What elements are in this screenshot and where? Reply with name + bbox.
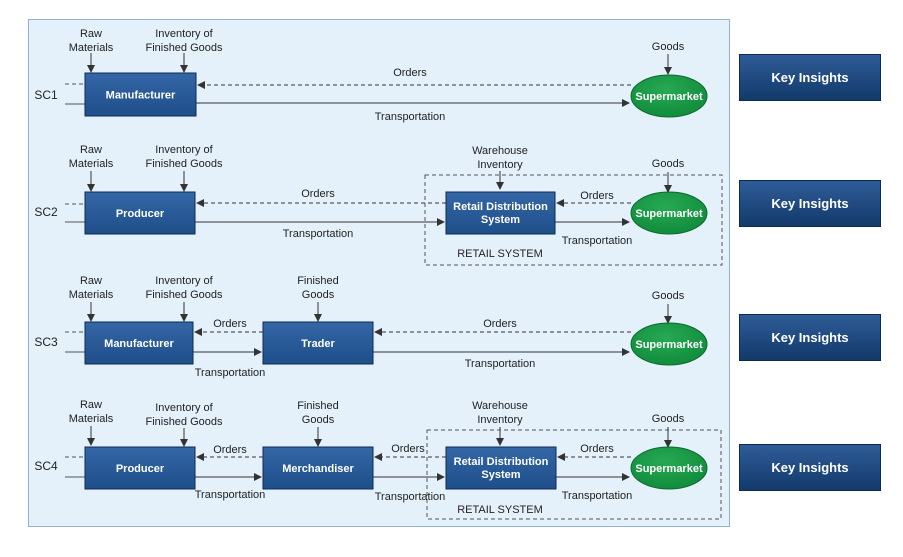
orders-label: Orders bbox=[580, 443, 614, 455]
retail-distribution-box-label: Retail Distribution bbox=[453, 201, 548, 213]
producer-box bbox=[84, 191, 196, 235]
warehouse-inventory-label: Inventory bbox=[477, 159, 523, 171]
inventory-label: Finished Goods bbox=[145, 42, 223, 54]
manufacturer-box bbox=[84, 321, 194, 365]
manufacturer-box-label: Manufacturer bbox=[106, 90, 176, 102]
transportation-label: Transportation bbox=[195, 489, 266, 501]
retail-distribution-box-label: Retail Distribution bbox=[454, 456, 549, 468]
sc2-label: SC2 bbox=[34, 205, 58, 219]
key-insights-button-sc1[interactable]: Key Insights bbox=[739, 54, 881, 101]
manufacturer-box-label: Manufacturer bbox=[104, 338, 174, 350]
merchandiser-box bbox=[262, 446, 374, 490]
retail-system-label: RETAIL SYSTEM bbox=[457, 248, 543, 260]
warehouse-inventory-label: Inventory bbox=[477, 414, 523, 426]
inventory-label: Inventory of bbox=[155, 275, 213, 287]
orders-label: Orders bbox=[213, 444, 247, 456]
orders-label: Orders bbox=[580, 190, 614, 202]
producer-box-label: Producer bbox=[116, 463, 165, 475]
supermarket-ellipse-label: Supermarket bbox=[635, 208, 703, 220]
retail-system-region bbox=[426, 429, 722, 520]
raw-materials-label: Raw bbox=[80, 28, 102, 40]
orders-label: Orders bbox=[301, 188, 335, 200]
inventory-label: Inventory of bbox=[155, 402, 213, 414]
raw-materials-label: Materials bbox=[69, 289, 114, 301]
goods-label: Goods bbox=[652, 413, 685, 425]
merchandiser-box-label: Merchandiser bbox=[282, 463, 354, 475]
inventory-label: Finished Goods bbox=[145, 289, 223, 301]
sc4-label: SC4 bbox=[34, 459, 58, 473]
manufacturer-box bbox=[84, 72, 197, 117]
retail-distribution-box bbox=[445, 191, 556, 235]
sc3-label: SC3 bbox=[34, 335, 58, 349]
trader-box bbox=[262, 321, 374, 365]
supermarket-ellipse-label: Supermarket bbox=[635, 463, 703, 475]
supermarket-ellipse-label: Supermarket bbox=[635, 339, 703, 351]
goods-label: Goods bbox=[652, 158, 685, 170]
inventory-label: Inventory of bbox=[155, 144, 213, 156]
producer-box bbox=[84, 446, 196, 490]
orders-label: Orders bbox=[391, 443, 425, 455]
retail-distribution-box-label: System bbox=[481, 469, 520, 481]
transportation-label: Transportation bbox=[562, 490, 633, 502]
key-insights-button-sc3[interactable]: Key Insights bbox=[739, 314, 881, 361]
trader-box-label: Trader bbox=[301, 338, 335, 350]
orders-label: Orders bbox=[393, 67, 427, 79]
goods-label: Goods bbox=[652, 41, 685, 53]
finished-goods-label: Goods bbox=[302, 414, 335, 426]
key-insights-button-sc4[interactable]: Key Insights bbox=[739, 444, 881, 491]
producer-box-label: Producer bbox=[116, 208, 165, 220]
raw-materials-label: Materials bbox=[69, 42, 114, 54]
transportation-label: Transportation bbox=[375, 111, 446, 123]
supermarket-ellipse-label: Supermarket bbox=[635, 91, 703, 103]
inventory-label: Finished Goods bbox=[145, 158, 223, 170]
raw-materials-label: Materials bbox=[69, 413, 114, 425]
orders-label: Orders bbox=[483, 318, 517, 330]
transportation-label: Transportation bbox=[465, 358, 536, 370]
transportation-label: Transportation bbox=[562, 235, 633, 247]
supermarket-ellipse bbox=[630, 74, 708, 118]
retail-system-region bbox=[424, 174, 723, 266]
warehouse-inventory-label: Warehouse bbox=[472, 400, 528, 412]
raw-materials-label: Raw bbox=[80, 144, 102, 156]
finished-goods-label: Finished bbox=[297, 400, 339, 412]
goods-label: Goods bbox=[652, 290, 685, 302]
supermarket-ellipse bbox=[630, 191, 708, 235]
inventory-label: Finished Goods bbox=[145, 416, 223, 428]
orders-label: Orders bbox=[213, 318, 247, 330]
finished-goods-label: Finished bbox=[297, 275, 339, 287]
retail-distribution-box-label: System bbox=[481, 214, 520, 226]
supermarket-ellipse bbox=[630, 446, 708, 490]
transportation-label: Transportation bbox=[195, 367, 266, 379]
retail-distribution-box bbox=[445, 446, 557, 490]
key-insights-button-sc2[interactable]: Key Insights bbox=[739, 180, 881, 227]
transportation-label: Transportation bbox=[283, 228, 354, 240]
retail-system-label: RETAIL SYSTEM bbox=[457, 504, 543, 516]
sc1-label: SC1 bbox=[34, 88, 58, 102]
warehouse-inventory-label: Warehouse bbox=[472, 145, 528, 157]
supermarket-ellipse bbox=[630, 322, 708, 366]
transportation-label: Transportation bbox=[375, 491, 446, 503]
raw-materials-label: Materials bbox=[69, 158, 114, 170]
raw-materials-label: Raw bbox=[80, 275, 102, 287]
finished-goods-label: Goods bbox=[302, 289, 335, 301]
raw-materials-label: Raw bbox=[80, 399, 102, 411]
inventory-label: Inventory of bbox=[155, 28, 213, 40]
